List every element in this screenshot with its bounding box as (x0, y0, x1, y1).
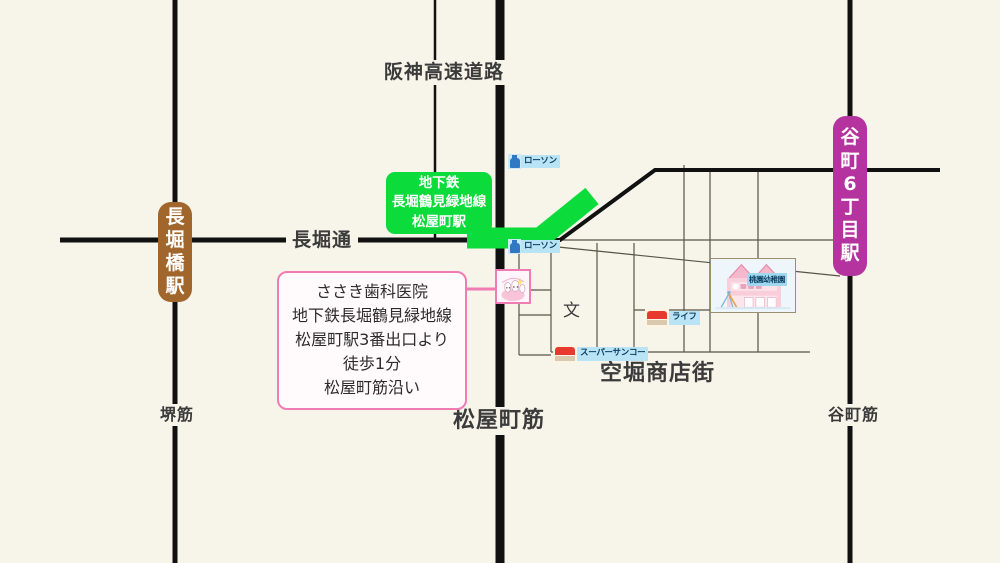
store-awning-icon (553, 345, 577, 363)
poi-label: スーパーサンコー (577, 347, 649, 361)
poi-lawson-north[interactable]: ローソン (508, 154, 560, 169)
station-char: 駅 (165, 275, 185, 298)
station-nagahoribashi[interactable]: 長 堀 橋 駅 (158, 202, 192, 302)
station-char: 丁 (840, 196, 860, 218)
road-label-tanimachi-suji: 谷町筋 (822, 404, 886, 426)
clinic-access-line: 松屋町筋沿い (323, 378, 420, 397)
station-char: 谷 (840, 126, 860, 149)
building-school[interactable]: 桃園幼稚園 (710, 258, 796, 313)
clinic-access-line: 徒歩1分 (342, 354, 402, 373)
road-label-karahori-shotengai: 空堀商店街 (594, 360, 722, 388)
station-char: 6 (843, 172, 857, 195)
store-awning-icon (645, 309, 669, 327)
clinic-access-line: 地下鉄長堀鶴見緑地線 (291, 306, 452, 325)
subway-label-line: 松屋町駅 (412, 213, 466, 230)
station-char: 橋 (165, 252, 185, 274)
lawson-bottle-icon (508, 239, 521, 254)
road-label-sakai-suji: 堺筋 (154, 404, 201, 426)
station-char: 駅 (840, 242, 860, 265)
lawson-bottle-icon (508, 154, 521, 169)
clinic-location-pin[interactable] (495, 269, 531, 304)
poi-label: ローソン (521, 154, 560, 169)
poi-label: ローソン (521, 239, 560, 254)
station-char: 堀 (165, 228, 185, 251)
clinic-name: ささき歯科医院 (315, 282, 428, 301)
highlighted-route (467, 187, 599, 249)
road-label-matsuyamachi-suji: 松屋町筋 (447, 407, 552, 435)
subway-station-label[interactable]: 地下鉄 長堀鶴見緑地線 松屋町駅 (386, 172, 492, 234)
road-label-nagahori-dori: 長堀通 (286, 228, 359, 253)
poi-life[interactable]: ライフ (645, 309, 700, 327)
poi-super-sanko[interactable]: スーパーサンコー (553, 345, 649, 363)
school-map-symbol: 文 (563, 301, 580, 321)
station-char: 目 (840, 219, 860, 242)
poi-label: ライフ (669, 311, 700, 325)
poi-lawson-south[interactable]: ローソン (508, 239, 560, 254)
station-char: 町 (840, 149, 860, 172)
station-tanimachi-6-chome[interactable]: 谷 町 6 丁 目 駅 (833, 116, 867, 276)
clinic-access-line: 松屋町駅3番出口より (295, 330, 449, 349)
subway-label-line: 長堀鶴見緑地線 (391, 194, 487, 211)
tooth-character-icon (497, 271, 529, 302)
building-label: 桃園幼稚園 (747, 273, 787, 286)
subway-label-line: 地下鉄 (418, 174, 460, 191)
station-char: 長 (165, 205, 185, 228)
road-label-hanshin-expressway: 阪神高速道路 (378, 60, 511, 85)
clinic-info-callout: ささき歯科医院 地下鉄長堀鶴見緑地線 松屋町駅3番出口より 徒歩1分 松屋町筋沿… (277, 271, 467, 410)
